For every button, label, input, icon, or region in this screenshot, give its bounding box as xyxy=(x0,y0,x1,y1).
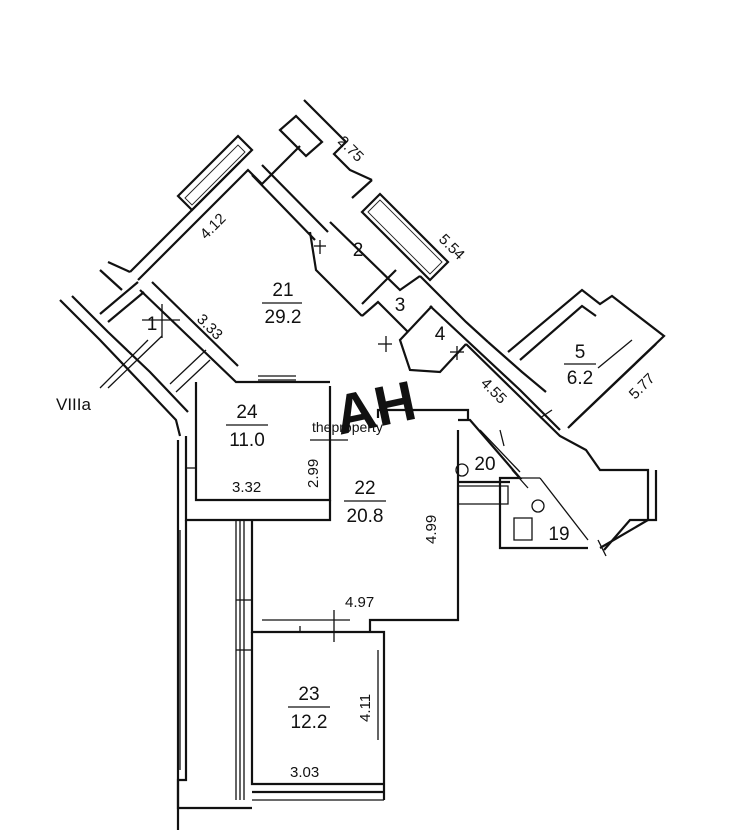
room-5-walls xyxy=(507,288,666,429)
room-20-number: 20 xyxy=(474,454,495,475)
room-3-number: 3 xyxy=(395,295,406,316)
room-22-number: 22 xyxy=(354,478,375,499)
room-23-number: 23 xyxy=(298,684,319,705)
room-5-number: 5 xyxy=(575,342,586,363)
dim-3-32: 3.32 xyxy=(232,479,261,496)
dim-2-99: 2.99 xyxy=(305,459,322,488)
dim-4-99: 4.99 xyxy=(423,515,440,544)
room-19-number: 19 xyxy=(548,524,569,545)
dim-4-97: 4.97 xyxy=(345,594,374,611)
dim-3-03: 3.03 xyxy=(290,764,319,781)
watermark-text: theproperty xyxy=(312,419,383,435)
room-5-area: 6.2 xyxy=(567,368,593,389)
room-1-walls xyxy=(59,281,211,437)
room-1-number: 1 xyxy=(147,314,158,335)
room-4-number: 4 xyxy=(435,324,446,345)
room-21-number: 21 xyxy=(272,280,293,301)
room-22-area: 20.8 xyxy=(347,506,384,527)
section-label: VIIIa xyxy=(56,395,92,414)
bathroom-walls xyxy=(455,418,589,550)
watermark: AH theproperty xyxy=(312,368,421,446)
dim-4-55: 4.55 xyxy=(477,375,510,408)
dim-4-11: 4.11 xyxy=(357,694,374,722)
dim-3-33: 3.33 xyxy=(193,311,226,344)
room-labels: 21 29.2 24 11.0 22 20.8 23 12.2 5 6.2 1 … xyxy=(147,240,596,733)
room-21-area: 29.2 xyxy=(265,307,302,328)
room-23-walls xyxy=(176,520,386,810)
room-23-area: 12.2 xyxy=(291,712,328,733)
upper-wing-walls xyxy=(99,99,658,557)
room-24-number: 24 xyxy=(236,402,258,423)
dimension-labels: 2.75 4.12 5.54 3.33 5.77 4.55 2.99 3.32 … xyxy=(193,133,658,781)
section-marker: VIIIa xyxy=(56,335,163,414)
room-2-number: 2 xyxy=(353,240,364,261)
room-24-area: 11.0 xyxy=(229,430,265,451)
dim-5-54: 5.54 xyxy=(435,231,468,264)
dim-5-77: 5.77 xyxy=(626,370,659,403)
